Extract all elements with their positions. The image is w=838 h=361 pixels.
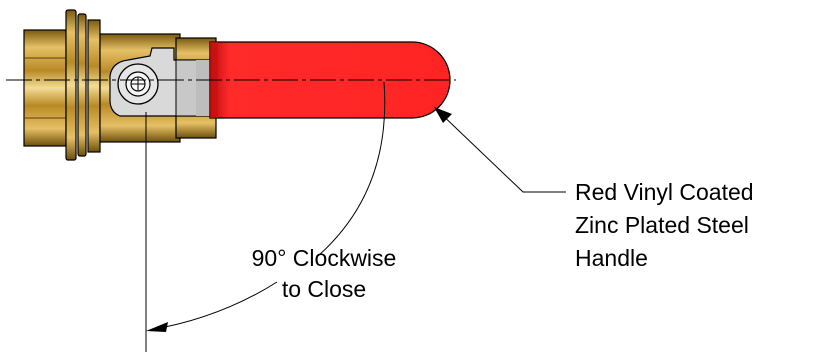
rotation-label-line2: to Close (282, 276, 366, 302)
handle-label-line3: Handle (575, 245, 648, 271)
handle-leader (434, 107, 566, 193)
handle-label-line2: Zinc Plated Steel (575, 212, 749, 238)
handle-label-line1: Red Vinyl Coated (575, 179, 754, 205)
leader-arrowhead (434, 107, 452, 123)
rotation-label-line1: 90° Clockwise (252, 245, 397, 271)
rotation-arc (146, 81, 386, 332)
stem-nut (117, 63, 159, 105)
rotation-arrowhead (146, 322, 168, 332)
